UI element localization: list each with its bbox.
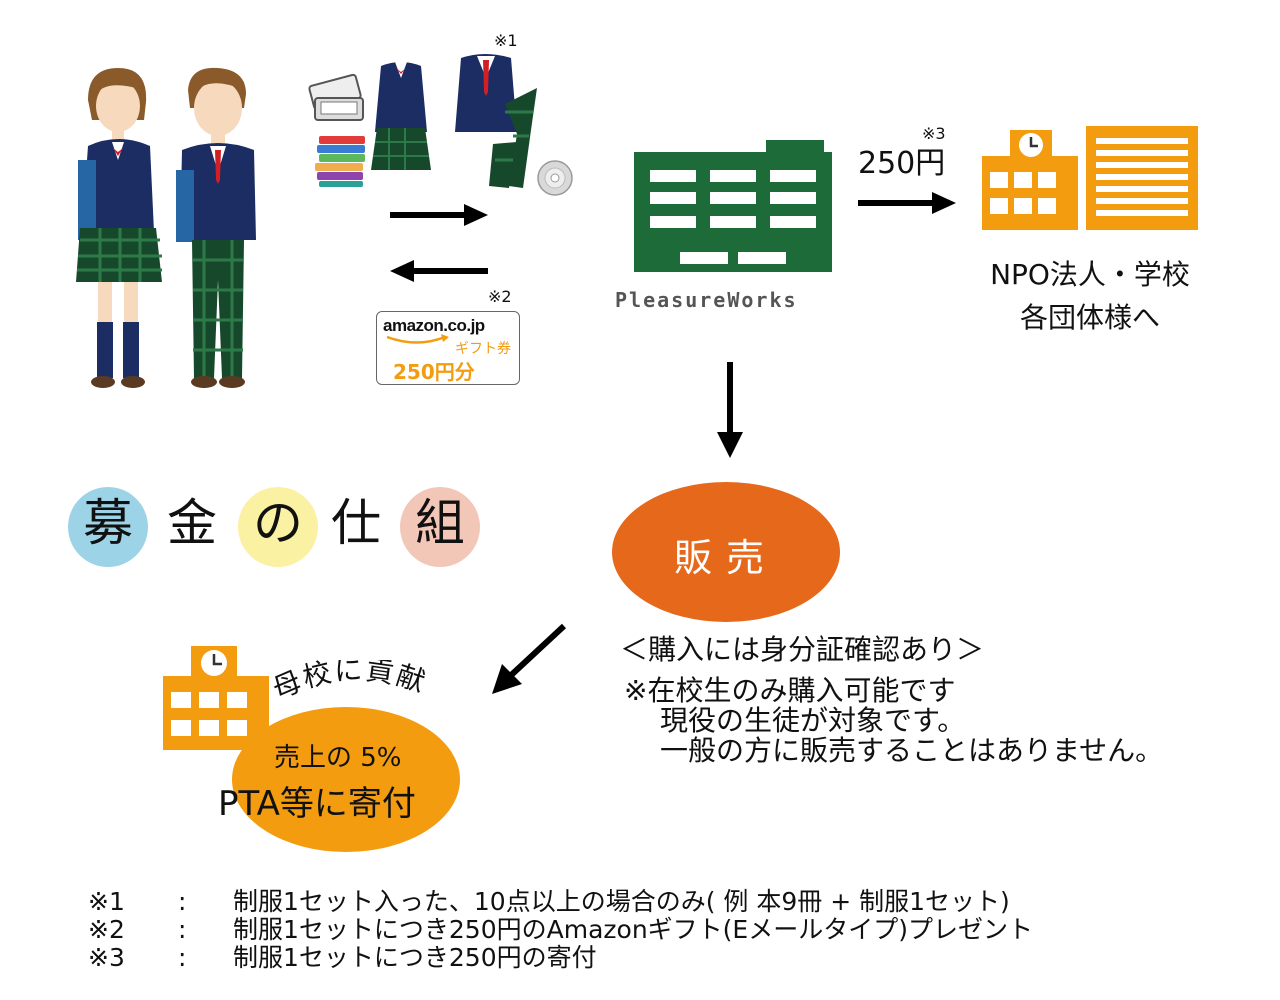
- sale-notice: ※在校生のみ購入可能です 現役の生徒が対象です。 一般の方に販売することはありま…: [624, 676, 1163, 766]
- arrow-right-to-npo: [858, 192, 956, 214]
- footnote-2-mark: ※2: [88, 915, 125, 944]
- sale-label: 販売: [673, 536, 778, 580]
- amazon-smile-icon: [386, 334, 449, 344]
- footnote-1-sep: :: [178, 887, 187, 916]
- male-student-figure: [176, 67, 256, 388]
- items-illustration: [308, 54, 573, 196]
- amazon-logo-text: amazon.co.jp: [383, 316, 485, 335]
- company-building-icon: [634, 140, 832, 272]
- id-check-text: ＜購入には身分証確認あり＞: [620, 633, 985, 666]
- note-mark-1: ※1: [494, 31, 518, 50]
- students-illustration: [76, 67, 256, 388]
- npo-school-building-icon: [982, 126, 1198, 230]
- footnotes: ※1: 制服1セット入った、10点以上の場合のみ( 例 本9冊 + 制服1セット)…: [88, 888, 1033, 972]
- sales-percent-text: 売上の 5%: [274, 743, 402, 773]
- contribute-arc-text: 母校に貢献: [268, 660, 431, 706]
- arrow-diagonal-to-school: [492, 623, 567, 694]
- footnote-1: ※1: 制服1セット入った、10点以上の場合のみ( 例 本9冊 + 制服1セット): [88, 888, 1033, 916]
- title-char-2: 金: [167, 494, 217, 552]
- footnote-2: ※2: 制服1セットにつき250円のAmazonギフト(Eメールタイプ)プレゼント: [88, 916, 1033, 944]
- books-stack-icon: [315, 136, 365, 187]
- electronic-dictionary-icon: [308, 73, 364, 121]
- npo-recipient-line2: 各団体様へ: [1019, 301, 1160, 334]
- arrow-down-to-sale: [717, 362, 743, 458]
- footnote-2-text: 制服1セットにつき250円のAmazonギフト(Eメールタイプ)プレゼント: [233, 915, 1033, 944]
- note-mark-2: ※2: [488, 287, 512, 306]
- gift-card-amount: 250円分: [393, 360, 475, 384]
- arrow-right-to-company: [390, 204, 488, 226]
- footnote-3-mark: ※3: [88, 943, 125, 972]
- npo-recipient-line1: NPO法人・学校: [990, 258, 1190, 291]
- company-logo-text: PleasureWorks: [615, 288, 798, 312]
- footnote-1-mark: ※1: [88, 887, 125, 916]
- title-char-1: 募: [83, 494, 133, 552]
- girl-uniform-icon: [371, 62, 431, 170]
- pta-donation-text: PTA等に寄付: [218, 784, 416, 824]
- alma-mater-building-icon: [163, 646, 269, 750]
- footnote-3: ※3: 制服1セットにつき250円の寄付: [88, 944, 1033, 972]
- note-mark-3: ※3: [922, 124, 946, 143]
- sale-notice-line1: ※在校生のみ購入可能です: [624, 674, 956, 707]
- title-char-4: 仕: [331, 494, 381, 552]
- sale-notice-line2: 現役の生徒が対象です。: [660, 704, 966, 737]
- footnote-1-text: 制服1セット入った、10点以上の場合のみ( 例 本9冊 + 制服1セット): [233, 887, 1010, 916]
- donation-amount: 250円: [858, 146, 946, 181]
- sale-ellipse: [612, 482, 840, 622]
- footnote-3-text: 制服1セットにつき250円の寄付: [233, 943, 597, 972]
- boy-uniform-icon: [455, 54, 537, 188]
- footnote-2-sep: :: [178, 915, 187, 944]
- donate-ellipse: [232, 707, 460, 852]
- title-circle-pink: [400, 487, 480, 567]
- female-student-figure: [76, 68, 162, 388]
- sale-notice-line3: 一般の方に販売することはありません。: [660, 734, 1164, 767]
- footnote-3-sep: :: [178, 943, 187, 972]
- svg-text:母校に貢献: 母校に貢献: [268, 660, 431, 706]
- contribute-arc-label: 母校に貢献: [268, 660, 429, 706]
- title-char-5: 組: [415, 494, 465, 552]
- arrow-left-to-students: [390, 260, 488, 282]
- cd-disc-icon: [537, 160, 573, 196]
- title-circle-blue: [68, 487, 148, 567]
- gift-card-type: ギフト券: [455, 341, 511, 357]
- title-char-3: の: [253, 494, 303, 552]
- title-circle-yellow: [238, 487, 318, 567]
- amazon-gift-card: amazon.co.jp ギフト券 250円分: [376, 311, 520, 385]
